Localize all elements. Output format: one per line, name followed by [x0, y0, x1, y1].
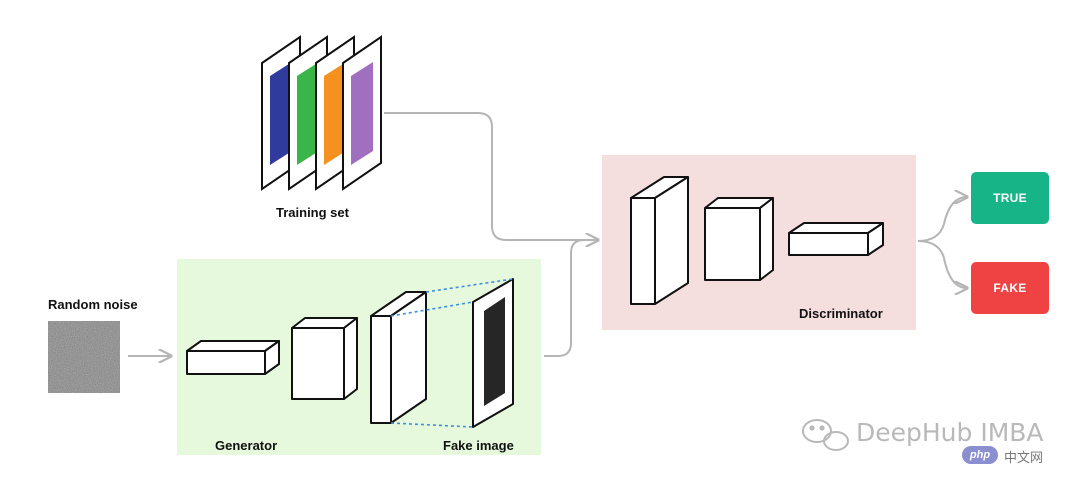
training-set-label: Training set	[276, 205, 349, 220]
noise-image	[48, 321, 120, 393]
discriminator-layer-2	[704, 197, 774, 281]
training-image-4	[342, 35, 382, 191]
discriminator-label: Discriminator	[799, 306, 883, 321]
true-output-badge: TRUE	[971, 172, 1049, 224]
watermark-brand: DeepHub IMBA	[856, 418, 1044, 447]
random-noise-label: Random noise	[48, 297, 138, 312]
fake-image-content	[484, 297, 505, 406]
generator-layer-3	[370, 291, 427, 424]
generator-layer-1	[186, 340, 280, 375]
fake-output-badge: FAKE	[971, 262, 1049, 314]
discriminator-to-fake-arrow	[917, 240, 967, 288]
php-site-suffix: 中文网	[1004, 450, 1044, 465]
training-stripe-purple	[351, 62, 373, 165]
discriminator-layer-1	[630, 176, 689, 305]
training-stripe-green	[297, 62, 319, 165]
php-badge: php	[962, 446, 998, 464]
fake-image	[472, 278, 514, 428]
fake-image-label: Fake image	[443, 438, 514, 453]
training-to-discriminator-connector	[384, 112, 598, 240]
training-stripe-orange	[324, 62, 346, 165]
projection-lines	[390, 278, 514, 428]
generator-to-discriminator-connector	[544, 239, 585, 357]
wechat-icon	[802, 419, 849, 451]
generator-label: Generator	[215, 438, 278, 453]
training-stripe-blue	[270, 62, 292, 165]
training-image-stack	[261, 35, 382, 191]
generator-layer-2	[291, 317, 358, 400]
discriminator-to-true-arrow	[917, 197, 967, 242]
discriminator-layer-3	[788, 222, 884, 256]
